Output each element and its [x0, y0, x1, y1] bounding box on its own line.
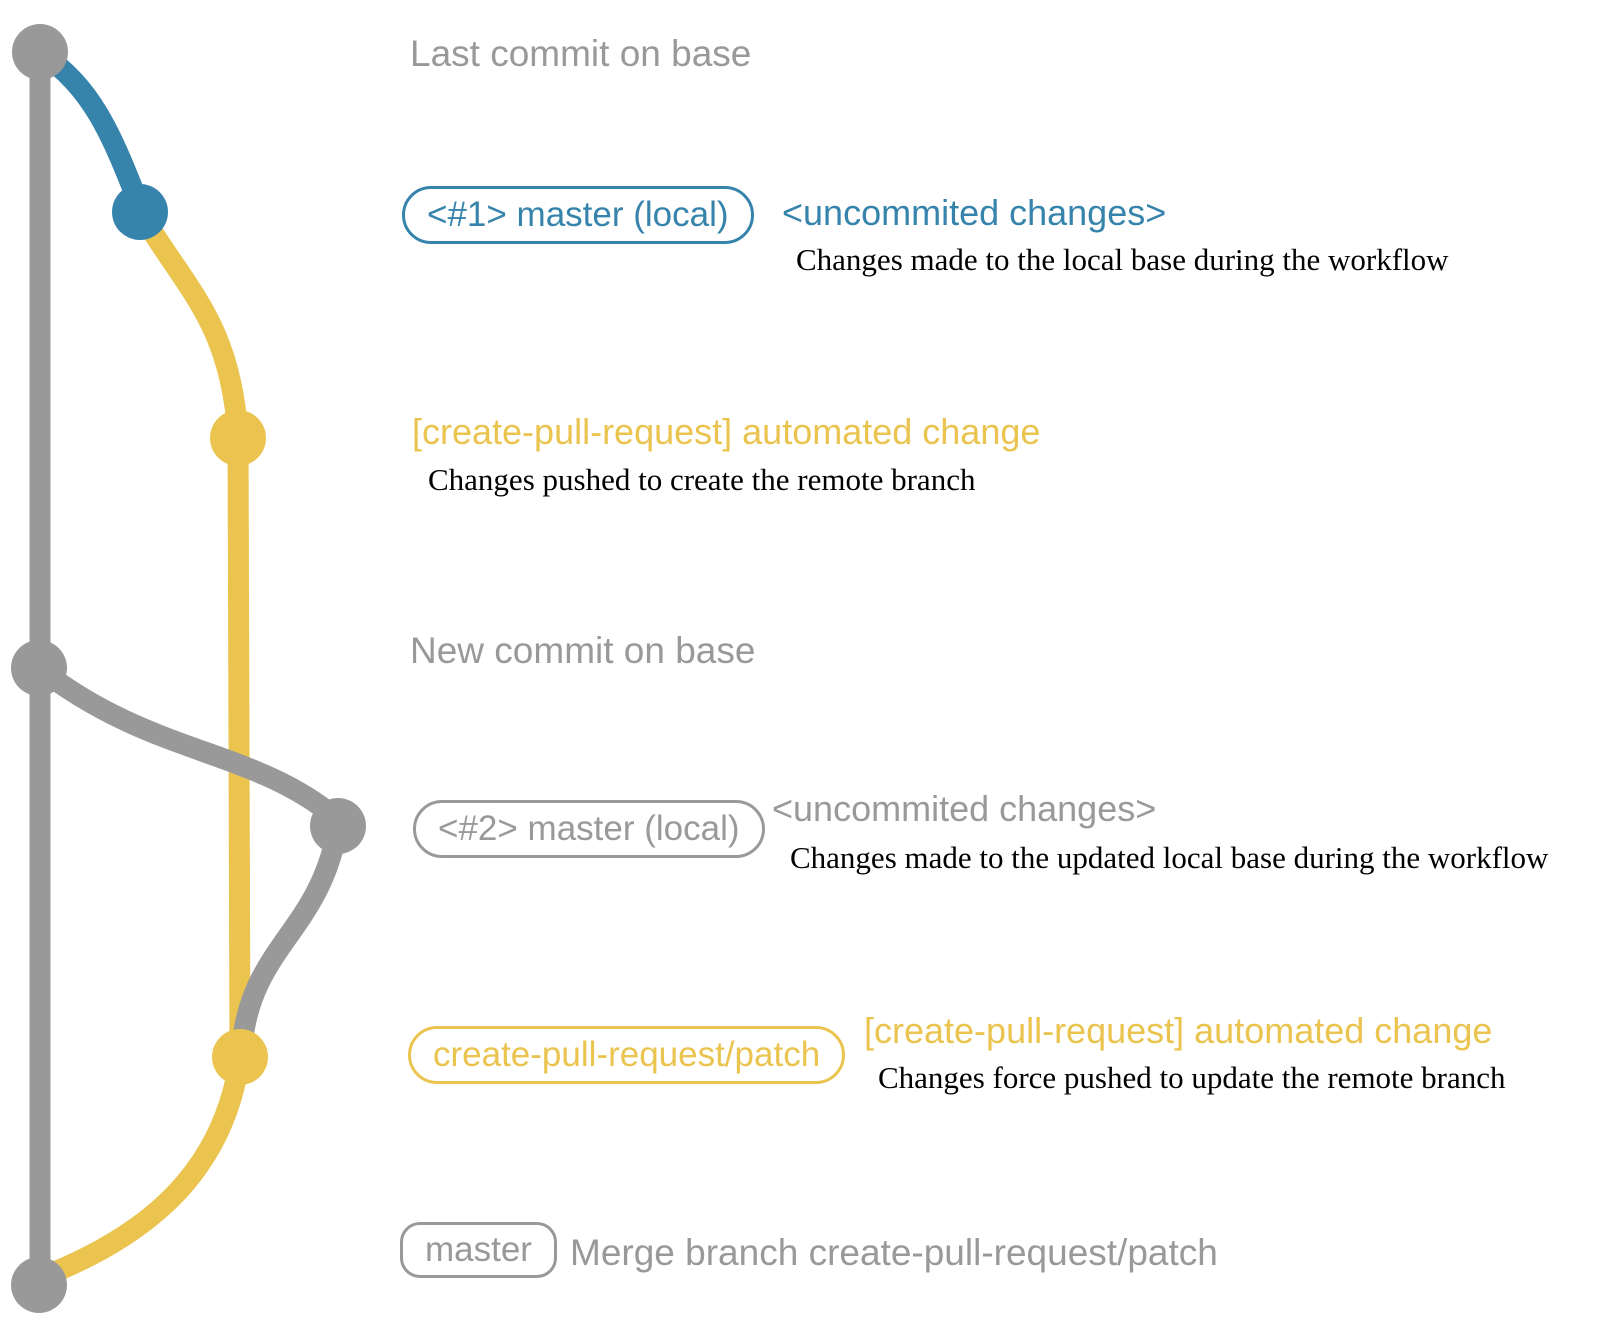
desc-local-changes-1: Changes made to the local base during th…	[796, 242, 1449, 277]
commit-node-remote-2	[212, 1029, 268, 1085]
commit-node-last-base	[12, 24, 68, 80]
desc-local-changes-2: Changes made to the updated local base d…	[790, 840, 1549, 875]
commit-node-merge	[11, 1257, 67, 1313]
label-merge-branch: Merge branch create-pull-request/patch	[570, 1232, 1218, 1273]
local-branch-2-line	[28, 657, 347, 829]
desc-changes-pushed: Changes pushed to create the remote bran…	[428, 462, 976, 497]
label-automated-change-1: [create-pull-request] automated change	[412, 411, 1041, 452]
commit-node-local-1	[112, 184, 168, 240]
label-automated-change-2: [create-pull-request] automated change	[864, 1010, 1493, 1051]
badge-master-local-1: <#1> master (local)	[402, 186, 754, 244]
badge-create-pull-request-patch: create-pull-request/patch	[408, 1026, 846, 1084]
label-uncommited-changes-1: <uncommited changes>	[782, 192, 1167, 233]
label-uncommited-changes-2: <uncommited changes>	[772, 788, 1157, 829]
merge-branch-curve	[34, 1046, 251, 1287]
badge-master: master	[400, 1222, 557, 1278]
force-push-curve	[231, 815, 349, 1056]
commit-node-remote-1	[210, 410, 266, 466]
remote-branch-curve-top	[129, 201, 249, 446]
title-last-commit-on-base: Last commit on base	[410, 33, 752, 74]
commit-node-local-2	[310, 798, 366, 854]
remote-branch-line	[227, 434, 251, 1058]
commit-node-new-base	[11, 640, 67, 696]
badge-master-local-2: <#2> master (local)	[413, 800, 765, 858]
desc-changes-force-pushed: Changes force pushed to update the remot…	[878, 1060, 1506, 1095]
title-new-commit-on-base: New commit on base	[410, 630, 756, 671]
